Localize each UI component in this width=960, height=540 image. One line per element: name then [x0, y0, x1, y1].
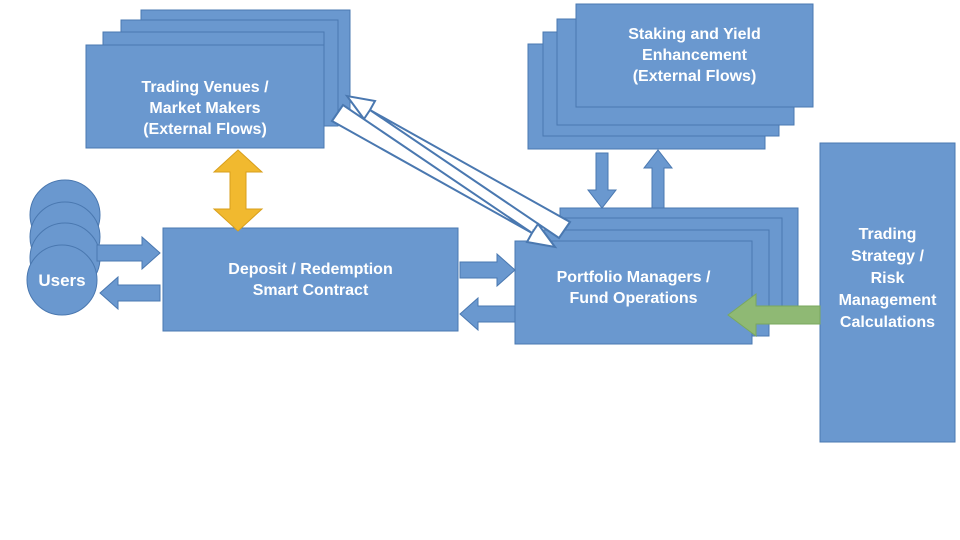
staking-box[interactable]	[575, 3, 814, 108]
arrow-deposit-to-users	[99, 275, 161, 311]
arrow-portfolio-to-deposit	[459, 296, 516, 332]
arrow-portfolio-to-staking	[642, 149, 674, 209]
trading-venues-stack	[85, 9, 351, 149]
portfolio-stack	[514, 207, 799, 345]
arrow-portfolio-to-venues	[344, 94, 572, 240]
deposit-contract-box[interactable]	[162, 227, 459, 332]
portfolio-managers-box[interactable]	[514, 240, 753, 345]
arrow-venues-to-portfolio	[330, 103, 558, 249]
users-stack	[26, 179, 101, 316]
arrow-venues-deposit-exchange	[212, 149, 264, 232]
staking-stack	[527, 3, 814, 150]
trading-venues-box[interactable]	[85, 44, 325, 149]
arrow-strategy-to-portfolio	[727, 293, 821, 337]
arrow-deposit-to-portfolio	[459, 252, 516, 288]
arrow-users-to-deposit	[96, 235, 161, 271]
arrow-staking-to-portfolio	[586, 152, 618, 209]
trading-strategy-box[interactable]	[819, 142, 956, 443]
users-circle[interactable]	[26, 244, 98, 316]
